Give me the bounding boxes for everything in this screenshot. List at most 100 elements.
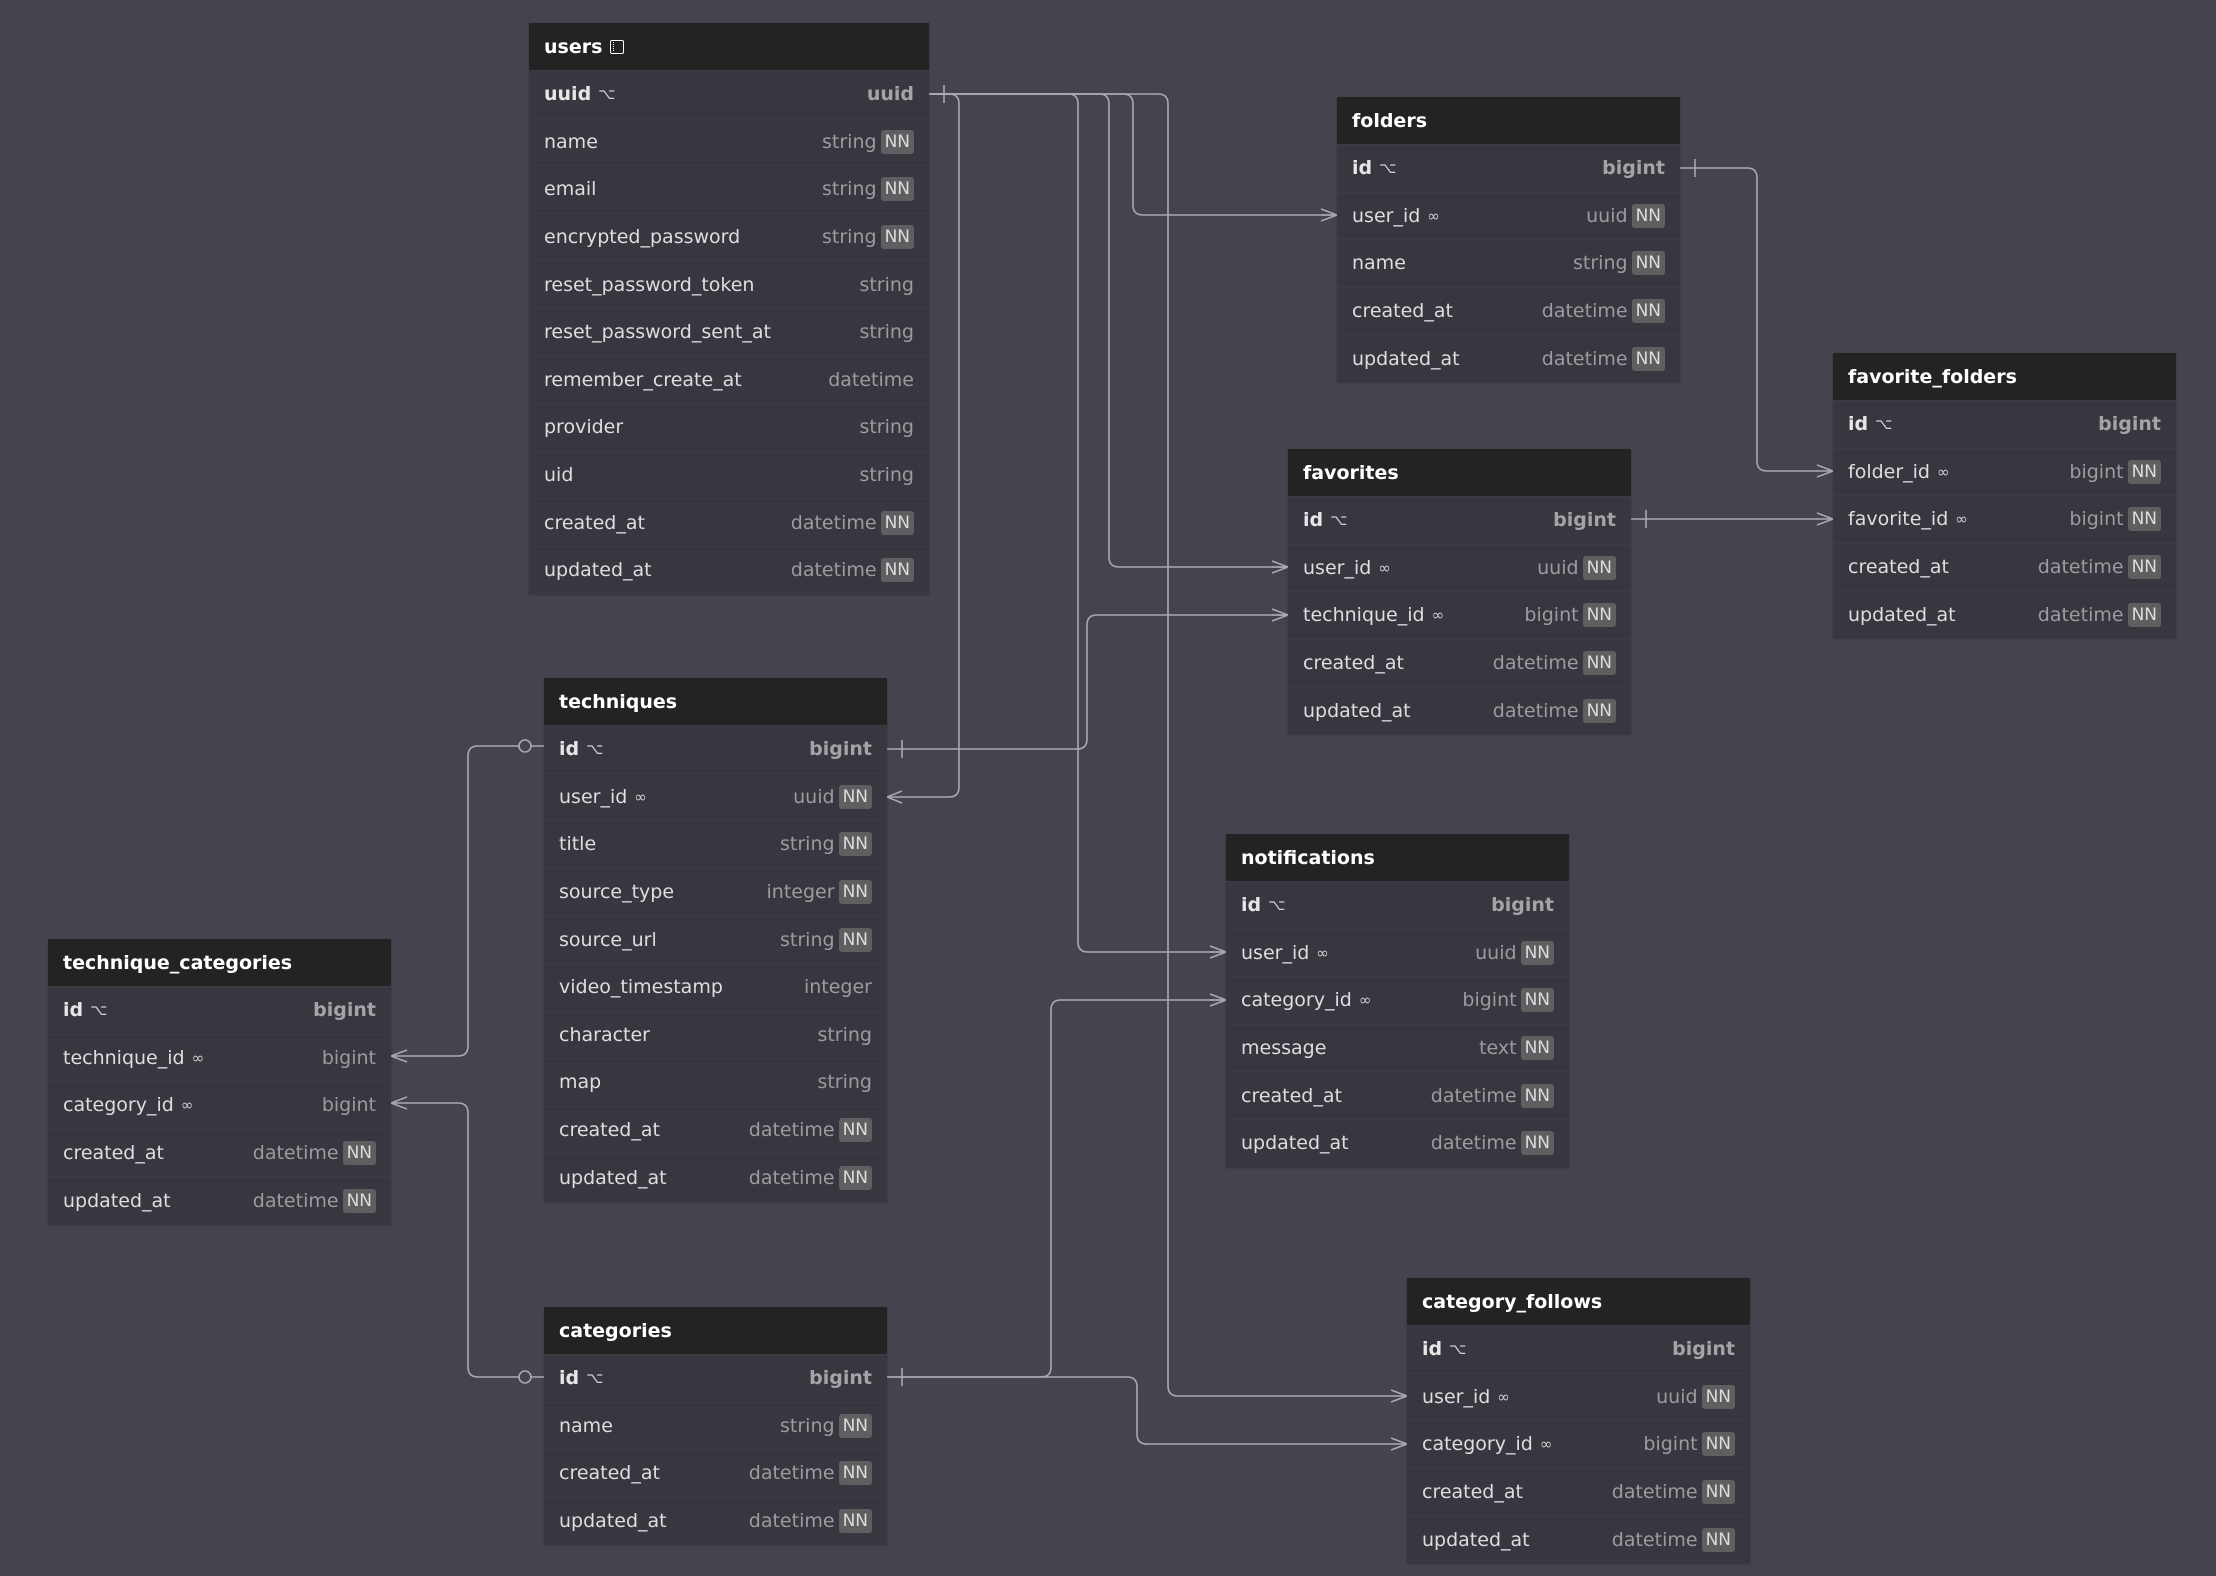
column-name: title xyxy=(559,833,597,856)
note-icon[interactable] xyxy=(610,39,625,54)
table-header[interactable]: favorites xyxy=(1288,449,1631,496)
column-name: uid xyxy=(544,464,574,487)
column-type: datetime xyxy=(1430,1132,1517,1155)
column-type-group: bigint xyxy=(322,1094,376,1116)
table-header[interactable]: category_follows xyxy=(1407,1278,1750,1325)
not-null-badge: NN xyxy=(1631,299,1665,324)
table-header[interactable]: folders xyxy=(1337,97,1680,144)
column-row[interactable]: technique_id ∞ bigint xyxy=(48,1033,391,1082)
column-row[interactable]: id⌥bigint xyxy=(1288,496,1631,544)
link-icon: ∞ xyxy=(191,1048,205,1067)
column-row[interactable]: uid string xyxy=(529,450,929,499)
table-header[interactable]: techniques xyxy=(544,678,887,725)
column-row[interactable]: id⌥bigint xyxy=(1337,144,1680,192)
column-name: email xyxy=(544,178,597,201)
table-header[interactable]: favorite_folders xyxy=(1833,353,2176,400)
not-null-badge: NN xyxy=(1701,1480,1735,1505)
link-icon: ∞ xyxy=(634,787,647,806)
column-row[interactable]: category_id∞ bigint xyxy=(48,1081,391,1129)
column-row[interactable]: id⌥bigint xyxy=(48,986,391,1034)
link-icon: ∞ xyxy=(1427,206,1440,225)
column-type: datetime xyxy=(2037,603,2124,626)
column-name: technique_id xyxy=(63,1046,185,1069)
table-header[interactable]: notifications xyxy=(1226,834,1569,881)
column-row[interactable]: id⌥bigint xyxy=(1226,881,1569,929)
column-name-group: user_id∞ xyxy=(1352,205,1440,227)
column-row[interactable]: id⌥bigint xyxy=(544,1354,887,1402)
column-type: datetime xyxy=(748,1119,835,1142)
table-header[interactable]: categories xyxy=(544,1307,887,1354)
column-type-group: bigint xyxy=(322,1047,376,1069)
column-type-group: string xyxy=(859,464,914,486)
column-name-group: created_at xyxy=(1303,652,1404,674)
column-name: name xyxy=(544,130,598,153)
column-type: bigint xyxy=(1602,157,1665,180)
column-row[interactable]: id⌥bigint xyxy=(544,725,887,773)
column-name-group: category_id∞ xyxy=(63,1094,193,1116)
column-type: string xyxy=(859,464,914,487)
table-header[interactable]: technique_categories xyxy=(48,939,391,986)
table-title: techniques xyxy=(559,690,678,713)
column-row[interactable]: uuid⌥uuid xyxy=(529,70,929,118)
table-header[interactable]: users xyxy=(529,23,929,70)
column-row[interactable]: id⌥bigint xyxy=(1407,1325,1750,1373)
column-type-group: bigint xyxy=(1602,157,1665,179)
column-row[interactable]: id⌥bigint xyxy=(1833,400,2176,448)
